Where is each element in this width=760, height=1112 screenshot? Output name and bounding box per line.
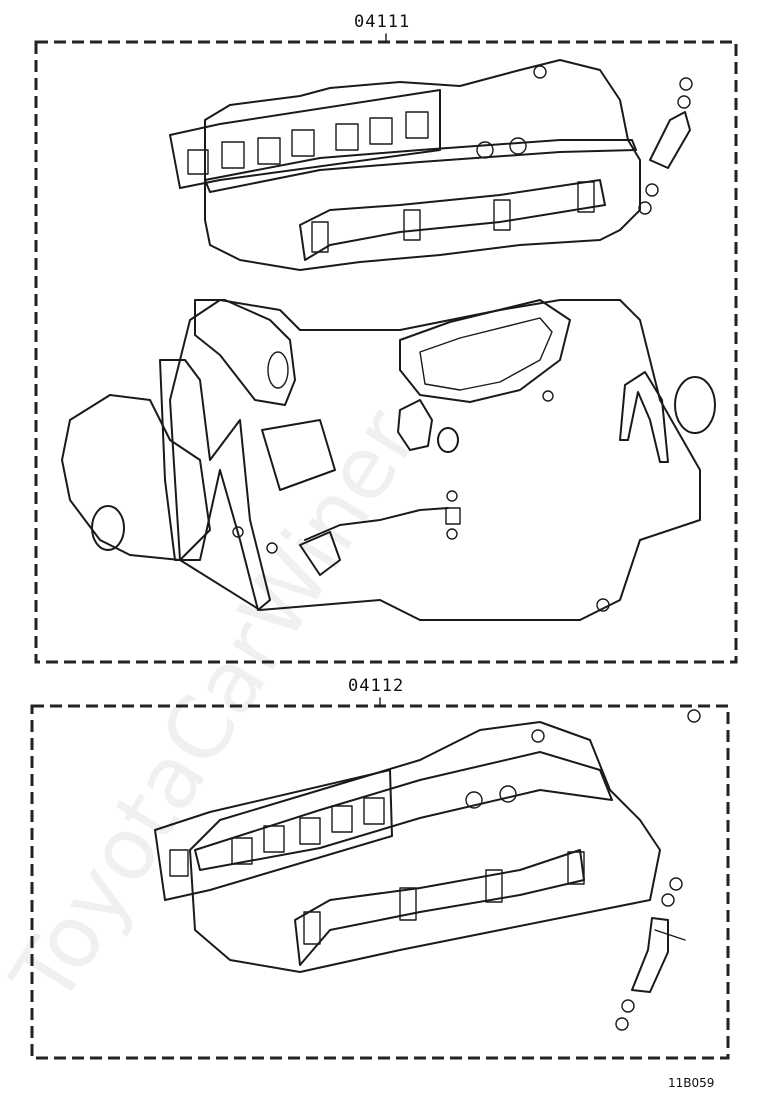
oring-c: [645, 183, 659, 197]
drain-plug-gasket: [596, 598, 610, 612]
exhaust-port-3: [493, 199, 511, 231]
part-number-04112: 04112: [348, 676, 405, 696]
bottom-group-frame: [30, 704, 730, 1060]
union-bolt: [445, 507, 461, 525]
small-washer-3: [266, 542, 278, 554]
oring-2-a: [687, 709, 701, 723]
union-washer-2: [446, 528, 458, 540]
engine-block-outline: [169, 299, 701, 621]
small-washer-1: [542, 390, 554, 402]
oring-2-b: [669, 877, 683, 891]
water-outlet-oring: [437, 427, 459, 453]
water-pump-gasket: [261, 419, 336, 491]
front-oil-seal: [91, 505, 125, 551]
top-group-frame: [34, 40, 738, 664]
port-2-3: [263, 825, 285, 853]
oil-cooler-gasket-inner: [419, 317, 553, 391]
exhaust-port-2-4: [567, 851, 585, 885]
rear-seal-retainer-gasket: [619, 371, 669, 463]
oring-a: [679, 77, 693, 91]
intake-manifold-gasket-2: [154, 769, 393, 901]
exhaust-port-2-3: [485, 869, 503, 903]
front-plate-gasket: [159, 359, 271, 611]
injector-bottom: [631, 917, 669, 993]
port-2-6: [363, 797, 385, 825]
port-1: [187, 149, 209, 175]
port-2-2: [231, 837, 253, 865]
plug-top: [533, 65, 547, 79]
timing-cover-gasket: [61, 394, 211, 561]
intake-manifold-gasket: [169, 89, 441, 189]
oring-b: [677, 95, 691, 109]
port-7: [405, 111, 429, 139]
head-cover-gasket: [204, 139, 637, 193]
valve-seal-2-1: [465, 791, 483, 809]
exhaust-port-2: [403, 209, 421, 241]
exhaust-manifold-gasket: [299, 179, 606, 261]
valve-seal-2: [509, 137, 527, 155]
small-washer-2: [232, 526, 244, 538]
valve-seal-1: [476, 141, 494, 159]
part-number-04111: 04111: [354, 12, 411, 32]
side-cover-gasket: [194, 299, 296, 406]
port-4: [291, 129, 315, 157]
port-2-4: [299, 817, 321, 845]
exhaust-port-2-2: [399, 887, 417, 921]
injector-top: [649, 111, 691, 169]
figure-code: 11B059: [668, 1076, 715, 1090]
port-6: [369, 117, 393, 145]
oring-2-e: [615, 1017, 629, 1031]
port-2: [221, 141, 245, 169]
valve-seal-2-2: [499, 785, 517, 803]
rear-oil-seal: [674, 376, 716, 434]
oil-cooler-gasket: [399, 299, 571, 403]
oring-2-c: [661, 893, 675, 907]
exhaust-port-4: [577, 181, 595, 213]
exhaust-manifold-gasket-2: [294, 849, 585, 966]
port-5: [335, 123, 359, 151]
port-2-1: [169, 849, 189, 877]
exhaust-port-2-1: [303, 911, 321, 945]
cylinder-head-outline-2: [189, 721, 661, 973]
side-cover-hole: [267, 351, 289, 389]
plug-bottom: [531, 729, 545, 743]
injector-nozzle-line: [654, 929, 686, 941]
oil-pipe-flange: [299, 531, 341, 576]
thermostat-gasket: [397, 399, 433, 451]
port-2-5: [331, 805, 353, 833]
cylinder-head-outline: [204, 59, 641, 271]
union-washer-1: [446, 490, 458, 502]
head-cover-gasket-2: [194, 751, 613, 871]
exhaust-port-1: [311, 221, 329, 253]
oil-pipe: [304, 507, 449, 541]
oring-2-d: [621, 999, 635, 1013]
oring-d: [638, 201, 652, 215]
port-3: [257, 137, 281, 165]
